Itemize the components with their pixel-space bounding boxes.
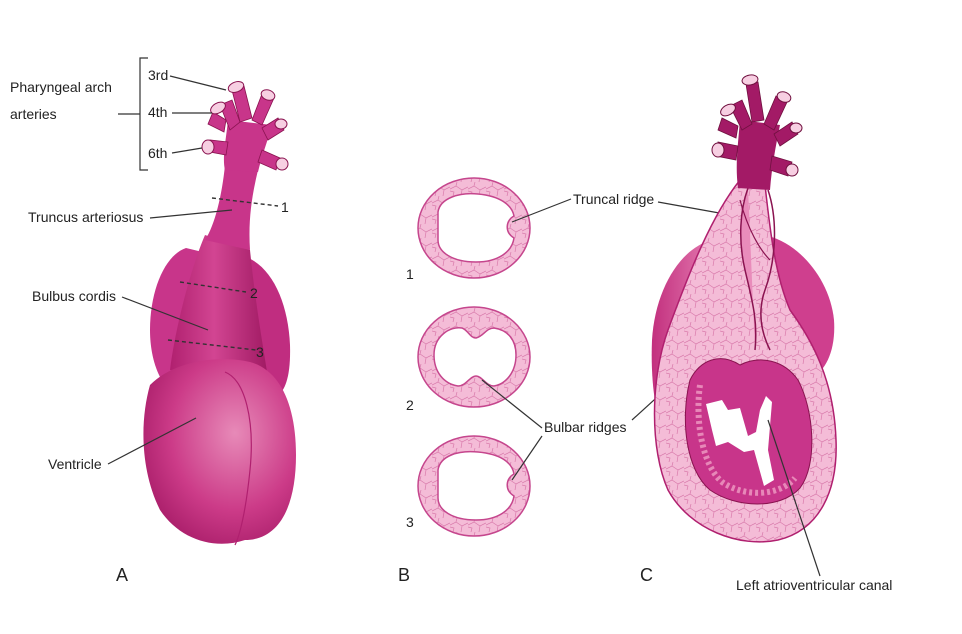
- section-number-3: 3: [256, 344, 264, 360]
- panel-b-cross-sections: 1 2 3 Truncal ridge Bulbar ridges B: [398, 177, 737, 585]
- ventricular-cavity-shape: [684, 358, 813, 505]
- pharyngeal-arch-label-line1: Pharyngeal arch: [10, 79, 112, 95]
- section-number-2: 2: [250, 285, 258, 301]
- arch-6th-label: 6th: [148, 145, 167, 161]
- panel-label-b: B: [398, 565, 410, 585]
- septal-channel: [706, 396, 774, 486]
- arch-3rd-label: 3rd: [148, 67, 168, 83]
- panel-label-c: C: [640, 565, 653, 585]
- truncal-ridge-label: Truncal ridge: [573, 191, 654, 207]
- cross-section-1: [417, 177, 531, 279]
- arch-artery-openings: [201, 81, 289, 171]
- section-label-3: 3: [406, 514, 414, 530]
- right-atrium-shape: [768, 236, 835, 378]
- cross-section-3: [417, 435, 531, 537]
- pharyngeal-arch-arteries-c: [715, 81, 799, 177]
- ventricle-label: Ventricle: [48, 456, 102, 472]
- panel-label-a: A: [116, 565, 128, 585]
- section-line-3: [167, 339, 257, 351]
- arch-4th-label: 4th: [148, 104, 167, 120]
- section-number-1: 1: [281, 199, 289, 215]
- ventricle-shape: [143, 359, 296, 544]
- cross-section-2: [417, 306, 531, 408]
- panel-a-embryonic-heart: 1 2 3 Pharyngeal arch arteries 3rd 4th 6…: [10, 57, 296, 585]
- bulbus-cordis-label: Bulbus cordis: [32, 288, 116, 304]
- left-av-canal-label: Left atrioventricular canal: [736, 577, 892, 593]
- truncus-arteriosus-shape: [205, 165, 258, 250]
- arch-bracket: [118, 57, 148, 171]
- truncus-arteriosus-label: Truncus arteriosus: [28, 209, 143, 225]
- bulbus-cordis-shape: [170, 235, 268, 378]
- aortic-sac-c: [736, 120, 780, 190]
- bulbar-ridges-label: Bulbar ridges: [544, 419, 627, 435]
- section-label-1: 1: [406, 266, 414, 282]
- pharyngeal-arch-label-line2: arteries: [10, 106, 57, 122]
- panel-c-opened-heart: Left atrioventricular canal C: [640, 74, 892, 593]
- arch-openings-c: [711, 74, 803, 177]
- section-label-2: 2: [406, 397, 414, 413]
